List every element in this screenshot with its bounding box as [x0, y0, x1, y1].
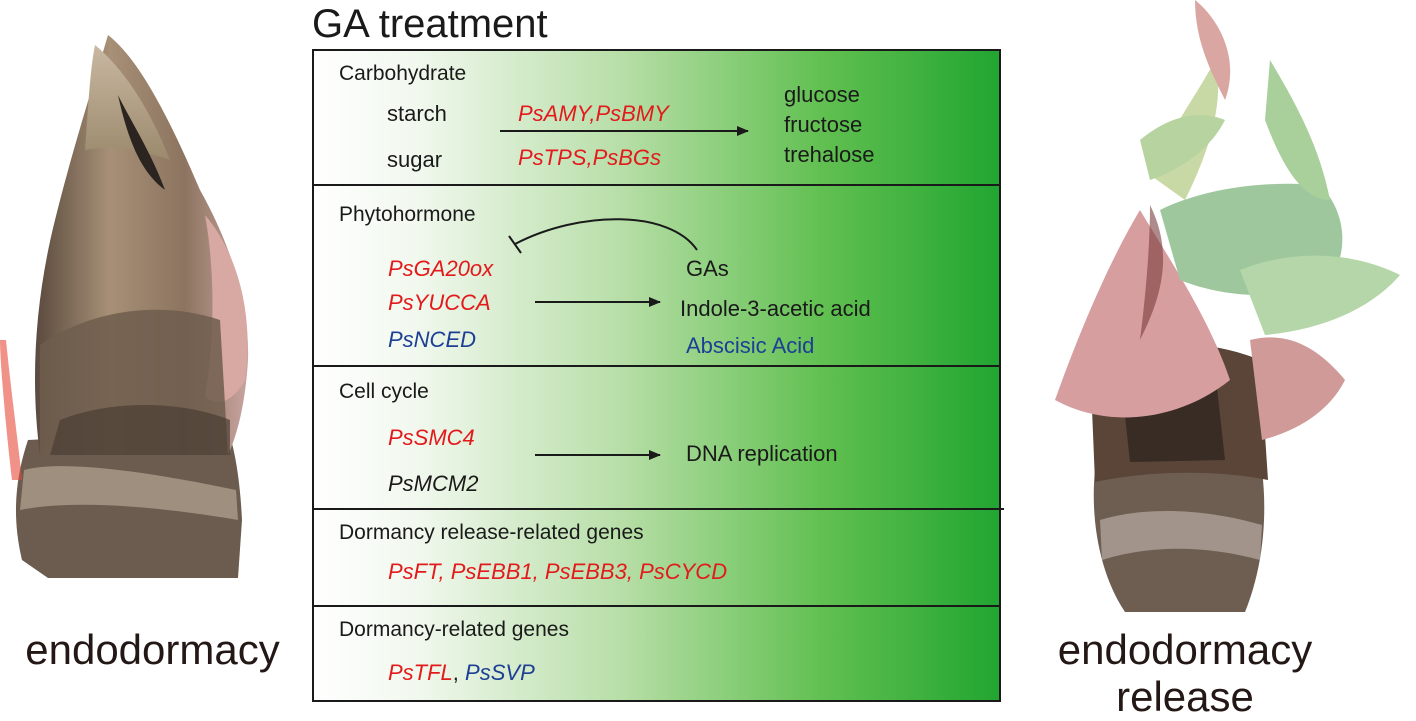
dormancy-release-heading: Dormancy release-related genes	[339, 521, 644, 544]
gene-pssvp: PsSVP	[465, 660, 535, 685]
starch-label: starch	[387, 101, 447, 126]
ga-feedback-arc	[514, 218, 698, 251]
right-caption-line1: endodormacy	[1057, 626, 1313, 673]
gene-separator: ,	[452, 660, 459, 685]
aba-label: Abscisic Acid	[686, 333, 815, 358]
glucose-label: glucose	[784, 82, 860, 107]
carbohydrate-heading: Carbohydrate	[339, 62, 467, 85]
section-divider	[312, 508, 1004, 510]
iaa-label: Indole-3-acetic acid	[680, 296, 871, 321]
trehalose-label: trehalose	[784, 142, 875, 167]
section-divider	[312, 184, 1001, 186]
fructose-label: fructose	[784, 112, 863, 137]
gene-psmcm2: PsMCM2	[388, 471, 479, 496]
phytohormone-heading: Phytohormone	[339, 203, 476, 226]
dormancy-heading: Dormancy-related genes	[339, 618, 569, 641]
gene-psyucca: PsYUCCA	[388, 290, 491, 315]
inhibition-bar	[508, 235, 522, 254]
carbohydrate-genes-bottom: PsTPS,PsBGs	[518, 145, 662, 170]
section-divider	[312, 365, 1001, 367]
gene-psnced: PsNCED	[388, 327, 477, 352]
left-caption: endodormacy	[25, 626, 280, 673]
section-divider	[312, 605, 1001, 607]
gene-psga20ox: PsGA20ox	[388, 256, 494, 281]
treatment-panel	[312, 49, 1001, 702]
right-caption-line2: release	[1116, 673, 1254, 720]
sugar-label: sugar	[387, 147, 443, 172]
carbohydrate-genes-top: PsAMY,PsBMY	[518, 101, 669, 126]
gene-pssmc4: PsSMC4	[388, 425, 475, 450]
dna-replication-label: DNA replication	[686, 441, 838, 466]
gene-pstfl: PsTFL	[388, 660, 453, 685]
gas-label: GAs	[686, 256, 729, 281]
dormancy-release-genes: PsFT, PsEBB1, PsEBB3, PsCYCD	[388, 559, 728, 584]
cell-cycle-heading: Cell cycle	[339, 380, 429, 403]
dormancy-genes: PsTFL, PsSVP	[388, 660, 535, 686]
page-title: GA treatment	[312, 2, 548, 46]
